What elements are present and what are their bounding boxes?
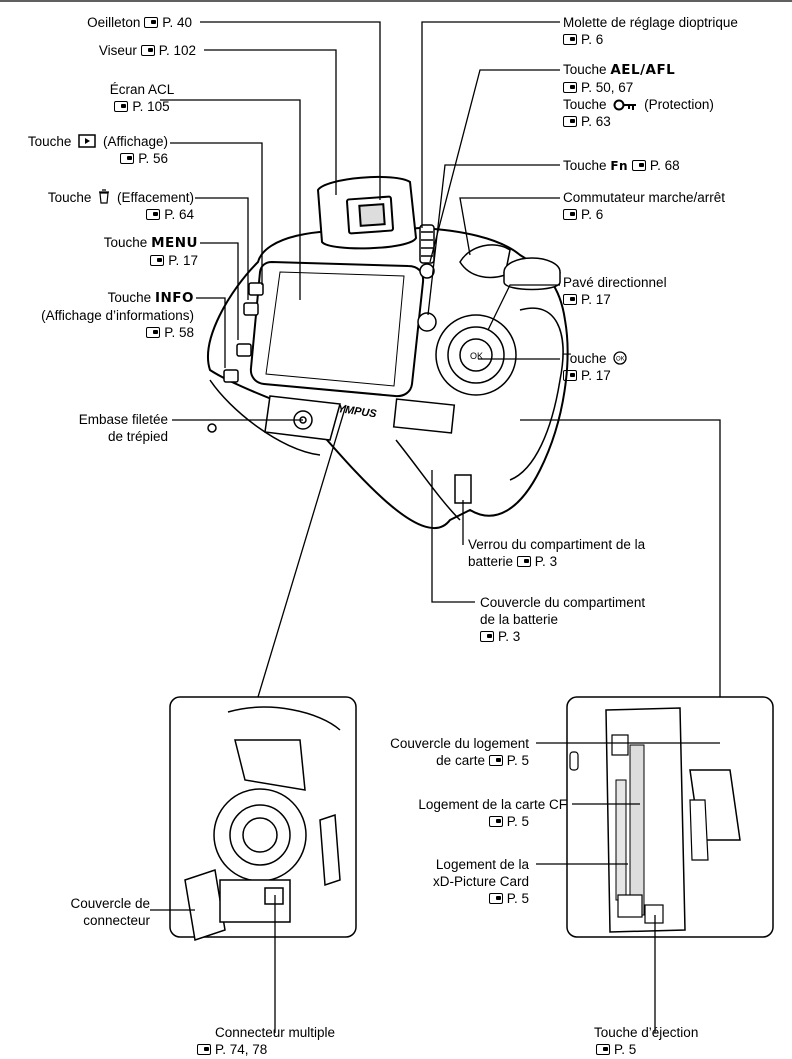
label-embase: Embase filetée de trépied bbox=[78, 412, 168, 444]
power-switch-shape bbox=[459, 244, 511, 279]
reference-hand-icon bbox=[120, 153, 135, 164]
label-ejection: Touche d’éjection P. 5 bbox=[594, 1025, 699, 1057]
diopter-dial bbox=[419, 224, 435, 264]
reference-hand-icon bbox=[488, 755, 503, 766]
label-molette: Molette de réglage dioptrique P. 6 bbox=[563, 15, 738, 47]
label-couvercle-connecteur: Couvercle de connecteur bbox=[70, 896, 150, 928]
svg-text:OK: OK bbox=[616, 357, 625, 363]
label-verrou: Verrou du compartiment de la batterie P.… bbox=[468, 537, 646, 569]
tripod-socket bbox=[264, 395, 341, 441]
label-ael-afl: Touche AEL/AFL P. 50, 67 Touche (Protect… bbox=[563, 62, 714, 129]
reference-hand-icon bbox=[150, 255, 165, 266]
reference-hand-icon bbox=[563, 116, 577, 127]
reference-hand-icon bbox=[563, 370, 577, 381]
reference-hand-icon bbox=[563, 34, 577, 45]
playback-icon bbox=[78, 134, 96, 148]
inset-card-slot bbox=[566, 696, 774, 938]
reference-hand-icon bbox=[146, 327, 161, 338]
ael-button-shape bbox=[419, 263, 435, 279]
label-info: Touche INFO (Affichage d’informations) P… bbox=[41, 290, 194, 340]
reference-hand-icon bbox=[563, 82, 577, 93]
reference-hand-icon bbox=[488, 893, 503, 904]
label-oeilleton: Oeilleton P. 40 bbox=[87, 15, 192, 30]
reference-hand-icon bbox=[563, 209, 577, 220]
eyecup bbox=[316, 175, 418, 250]
reference-hand-icon bbox=[197, 1044, 211, 1055]
label-pave: Pavé directionnel P. 17 bbox=[563, 275, 667, 307]
label-ok: Touche OK P. 17 bbox=[563, 350, 630, 384]
reference-hand-icon bbox=[596, 1044, 610, 1055]
battery-lock-shape bbox=[454, 474, 472, 504]
fn-button-shape bbox=[417, 312, 437, 332]
inset-connector bbox=[169, 696, 357, 941]
label-logement-cf: Logement de la carte CF P. 5 bbox=[418, 797, 567, 829]
label-couvercle-logement: Couvercle du logement de carte P. 5 bbox=[390, 736, 529, 768]
label-menu: Touche MENU P. 17 bbox=[103, 235, 198, 268]
left-buttons bbox=[223, 282, 264, 383]
label-ecran: Écran ACL P. 105 bbox=[109, 82, 175, 114]
reference-hand-icon bbox=[140, 45, 155, 56]
reference-hand-icon bbox=[146, 209, 161, 220]
erase-icon bbox=[99, 189, 110, 204]
protect-key-icon bbox=[613, 99, 637, 111]
label-fn: Touche Fn P. 68 bbox=[563, 158, 680, 173]
reference-hand-icon bbox=[488, 816, 503, 827]
label-effacement: Touche (Effacement) P. 64 bbox=[47, 189, 194, 222]
label-couvercle-batterie: Couvercle du compartiment de la batterie… bbox=[480, 595, 646, 644]
ok-button-icon: OK bbox=[613, 351, 627, 365]
label-logement-xd: Logement de la xD-Picture Card P. 5 bbox=[432, 857, 529, 906]
reference-hand-icon bbox=[631, 160, 646, 171]
label-commutateur: Commutateur marche/arrêt P. 6 bbox=[563, 190, 726, 222]
battery-cover-shape bbox=[392, 398, 456, 434]
reference-hand-icon bbox=[516, 556, 531, 567]
lcd-screen bbox=[249, 260, 425, 398]
label-connecteur-multiple: Connecteur multiple P. 74, 78 bbox=[185, 1024, 365, 1058]
directional-pad: OK bbox=[435, 314, 517, 396]
reference-hand-icon bbox=[114, 101, 129, 112]
reference-hand-icon bbox=[563, 294, 577, 305]
reference-hand-icon bbox=[144, 17, 159, 28]
label-affichage: Touche (Affichage) P. 56 bbox=[27, 134, 168, 166]
reference-hand-icon bbox=[480, 631, 494, 642]
label-viseur: Viseur P. 102 bbox=[98, 43, 196, 58]
svg-text:OK: OK bbox=[470, 351, 483, 361]
